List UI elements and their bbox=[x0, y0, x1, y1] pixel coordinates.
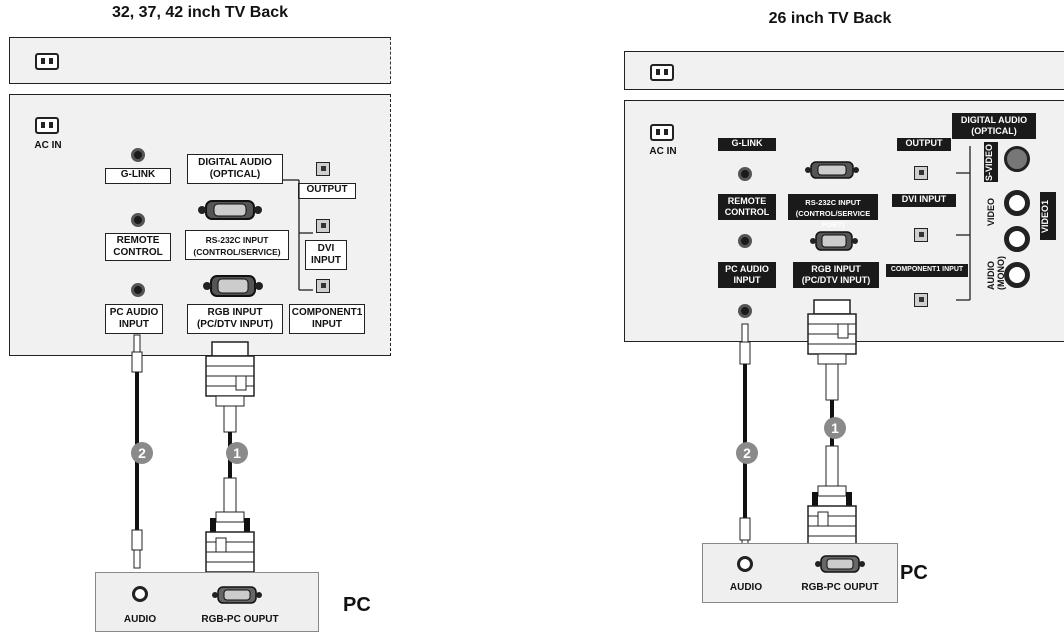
left-top-panel bbox=[9, 37, 391, 84]
right-power-socket-icon bbox=[650, 64, 674, 81]
right-audio-mono-label: AUDIO (MONO) bbox=[986, 256, 1006, 290]
right-dvi-input-port-icon bbox=[914, 228, 928, 242]
right-pc-audio-jack-icon bbox=[737, 556, 753, 572]
right-pc-label: PC bbox=[900, 562, 928, 584]
left-rgb-cable bbox=[205, 341, 255, 573]
right-s-video-jack-icon bbox=[1004, 146, 1030, 172]
right-video1-label: VIDEO1 bbox=[1040, 192, 1056, 240]
right-remote-control-jack-icon bbox=[738, 234, 752, 248]
right-rgb-input-label: RGB INPUT (PC/DTV INPUT) bbox=[793, 262, 879, 288]
dvi-input-label: DVI INPUT bbox=[305, 240, 347, 270]
right-pc-audio-input-jack-icon bbox=[738, 304, 752, 318]
right-dvi-input-label: DVI INPUT bbox=[892, 194, 956, 207]
right-digital-audio-label: DIGITAL AUDIO (OPTICAL) bbox=[952, 113, 1036, 139]
right-g-link-label: G-LINK bbox=[718, 138, 776, 151]
ac-in-label: AC IN bbox=[34, 140, 62, 151]
component1-port-icon bbox=[316, 279, 330, 293]
right-pc-rgb-port-icon bbox=[815, 555, 865, 573]
left-pc-label: PC bbox=[343, 594, 371, 616]
pc-audio-label: AUDIO bbox=[123, 614, 157, 625]
output-label: OUTPUT bbox=[298, 183, 356, 199]
right-g-link-jack-icon bbox=[738, 167, 752, 181]
right-title: 26 inch TV Back bbox=[768, 10, 892, 27]
right-top-panel bbox=[624, 51, 1064, 90]
left-title: 32, 37, 42 inch TV Back bbox=[111, 4, 289, 21]
right-ac-in-socket-icon bbox=[650, 124, 674, 141]
right-audio-r-jack-icon bbox=[1004, 262, 1030, 288]
right-pc-box bbox=[702, 543, 898, 603]
right-rgb-input-port-icon bbox=[810, 231, 858, 251]
output-port-icon bbox=[316, 162, 330, 176]
right-s-video-label: S-VIDEO bbox=[984, 142, 998, 182]
right-video-label: VIDEO bbox=[986, 197, 996, 226]
right-pc-rgb-label: RGB-PC OUPUT bbox=[801, 582, 879, 593]
digital-audio-label: DIGITAL AUDIO (OPTICAL) bbox=[187, 154, 283, 184]
right-output-label: OUTPUT bbox=[897, 138, 951, 151]
rgb-input-label: RGB INPUT (PC/DTV INPUT) bbox=[187, 304, 283, 334]
step-1-badge: 1 bbox=[226, 442, 248, 464]
component1-label: COMPONENT1 INPUT bbox=[289, 304, 365, 334]
step-2-badge: 2 bbox=[131, 442, 153, 464]
power-socket-icon bbox=[35, 53, 59, 70]
dvi-input-port-icon bbox=[316, 219, 330, 233]
ac-in-socket-icon bbox=[35, 117, 59, 134]
right-rs232c-port-icon bbox=[805, 161, 859, 179]
pc-audio-input-label: PC AUDIO INPUT bbox=[105, 304, 163, 334]
right-output-port-icon bbox=[914, 166, 928, 180]
g-link-jack-icon bbox=[131, 148, 145, 162]
remote-control-jack-icon bbox=[131, 213, 145, 227]
right-audio-l-jack-icon bbox=[1004, 226, 1030, 252]
rs232c-port-icon bbox=[198, 200, 262, 220]
pc-audio-jack-icon bbox=[132, 586, 148, 602]
pc-audio-input-jack-icon bbox=[131, 283, 145, 297]
right-bracket-lines bbox=[956, 146, 971, 301]
right-rs232c-label: RS-232C INPUT (CONTROL/SERVICE PORT) bbox=[788, 194, 878, 229]
right-video-jack-icon bbox=[1004, 190, 1030, 216]
pc-rgb-port-icon bbox=[212, 586, 262, 604]
rs232c-label: RS-232C INPUT (CONTROL/SERVICE) bbox=[185, 230, 289, 260]
left-digital-audio-bracket bbox=[283, 179, 313, 291]
right-ac-in-label: AC IN bbox=[649, 146, 677, 157]
right-pc-audio-label: AUDIO bbox=[729, 582, 763, 593]
right-pc-audio-input-label: PC AUDIO INPUT bbox=[718, 262, 776, 288]
right-component1-port-icon bbox=[914, 293, 928, 307]
right-step-2-badge: 2 bbox=[736, 442, 758, 464]
remote-control-label: REMOTE CONTROL bbox=[105, 233, 171, 261]
right-component1-label: COMPONENT1 INPUT bbox=[886, 264, 968, 277]
pc-rgb-label: RGB-PC OUPUT bbox=[201, 614, 279, 625]
left-pc-box bbox=[95, 572, 319, 632]
g-link-label: G-LINK bbox=[105, 168, 171, 184]
right-remote-control-label: REMOTE CONTROL bbox=[718, 194, 776, 220]
right-step-1-badge: 1 bbox=[824, 417, 846, 439]
right-rgb-cable bbox=[807, 299, 857, 547]
rgb-input-port-icon bbox=[203, 275, 263, 297]
